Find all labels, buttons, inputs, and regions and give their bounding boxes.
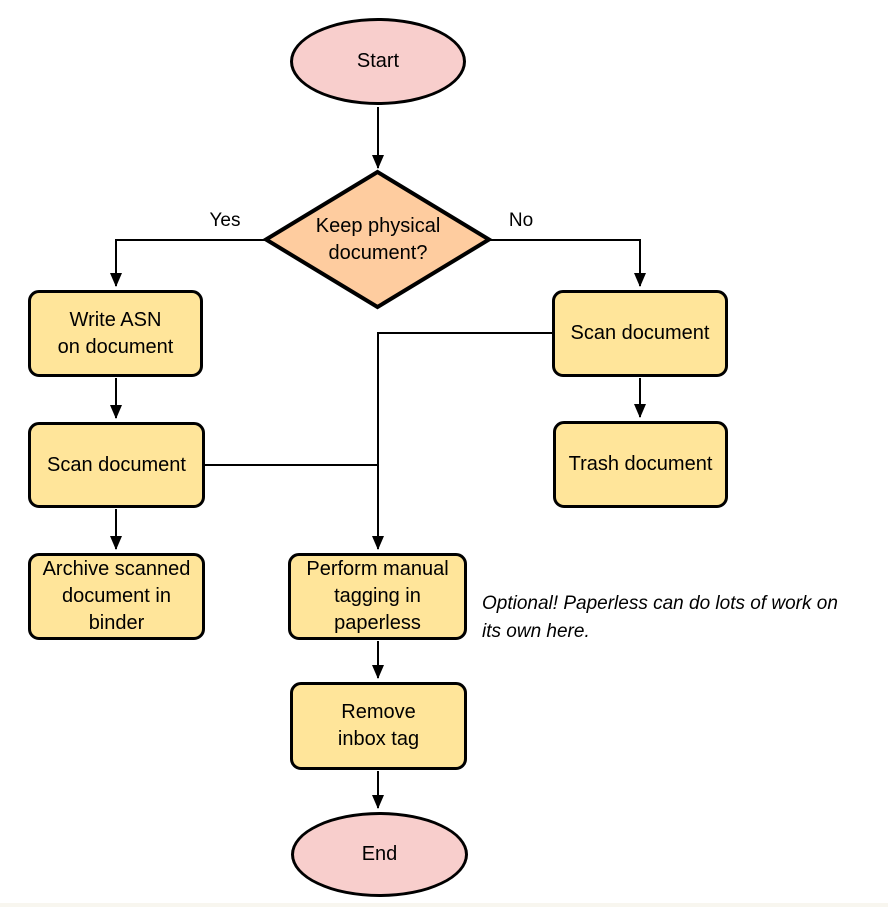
node-trash: Trash document bbox=[553, 421, 728, 508]
node-scan-left-label: Scan document bbox=[47, 453, 186, 476]
node-scan-right: Scan document bbox=[552, 290, 728, 377]
node-tagging: Perform manual tagging in paperless bbox=[288, 553, 467, 640]
node-end-label: End bbox=[361, 843, 398, 865]
edge-decision-no bbox=[489, 239, 646, 287]
node-scan-left: Scan document bbox=[28, 422, 205, 508]
edge-decision-yes bbox=[110, 239, 266, 287]
node-scan-right-label: Scan document bbox=[570, 322, 710, 344]
node-write-asn: Write ASN on document bbox=[28, 290, 203, 377]
node-trash-label: Trash document bbox=[568, 453, 713, 475]
decision-shape bbox=[262, 169, 493, 310]
node-start-label: Start bbox=[356, 50, 400, 72]
node-write-asn-label: Write ASN on document bbox=[57, 308, 174, 358]
edge-label-no: No bbox=[497, 210, 545, 232]
node-archive-label: Archive scanned document in binder bbox=[42, 558, 191, 634]
optional-note: Optional! Paperless can do lots of work … bbox=[482, 593, 838, 642]
node-tagging-label: Perform manual tagging in paperless bbox=[306, 558, 449, 634]
edge-label-yes: Yes bbox=[201, 210, 249, 232]
node-end: End bbox=[291, 812, 468, 897]
node-remove-inbox: Remove inbox tag bbox=[290, 682, 467, 770]
node-decision: Keep physical document? bbox=[303, 213, 453, 267]
node-remove-inbox-label: Remove inbox tag bbox=[337, 701, 420, 750]
node-archive: Archive scanned document in binder bbox=[28, 553, 205, 640]
edge-scan-right-to-tagging bbox=[372, 332, 552, 550]
node-decision-label: Keep physical document? bbox=[315, 215, 441, 264]
node-start: Start bbox=[290, 18, 466, 105]
page-bottom-edge bbox=[0, 903, 888, 907]
